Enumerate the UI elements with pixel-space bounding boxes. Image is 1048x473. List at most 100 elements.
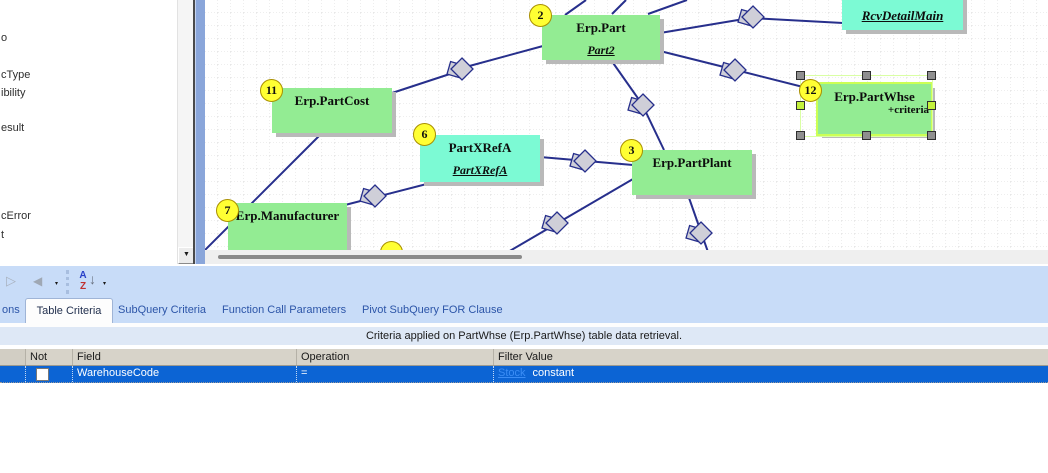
tab-clipped[interactable]: ons — [2, 304, 20, 316]
diagram-canvas[interactable]: Erp.Part Part2 RcvDetailMain Erp.PartWhs… — [205, 0, 1048, 250]
tab-content-edge — [0, 323, 1048, 327]
resize-handle[interactable] — [927, 101, 936, 110]
entity-erp-manufacturer[interactable]: Erp.Manufacturer — [228, 203, 347, 250]
entity-erp-partplant[interactable]: Erp.PartPlant — [632, 150, 752, 195]
relationship-line[interactable] — [461, 45, 544, 69]
resize-handle[interactable] — [927, 71, 936, 80]
diagram-horizontal-scrollbar[interactable] — [205, 250, 1048, 264]
criteria-tabbar: ons Table Criteria SubQuery Criteria Fun… — [0, 297, 1048, 323]
node-number-badge: 12 — [799, 79, 822, 102]
column-header-filter-value[interactable]: Filter Value — [498, 351, 553, 363]
not-checkbox[interactable] — [36, 368, 49, 381]
criteria-section: ▷ ◀ ▾ A Z ↓ ▾ ons Table Criteria SubQuer… — [0, 264, 1048, 473]
property-label: cType — [1, 69, 31, 81]
selection-bounds — [796, 71, 936, 140]
tab-function-call-parameters[interactable]: Function Call Parameters — [222, 304, 347, 316]
node-number-badge: 3 — [620, 139, 643, 162]
relationship-line[interactable] — [687, 194, 709, 250]
row-selector-cell[interactable] — [0, 366, 26, 382]
node-number-badge: 6 — [413, 123, 436, 146]
relationship-line[interactable] — [611, 0, 627, 15]
property-label: esult — [1, 122, 25, 134]
entity-erp-part[interactable]: Erp.Part Part2 — [542, 15, 660, 60]
not-cell — [26, 366, 73, 382]
sort-z-letter: Z — [79, 281, 87, 292]
resize-handle[interactable] — [796, 71, 805, 80]
relationship-connector-icon[interactable] — [541, 211, 569, 235]
entity-erp-partwhse[interactable]: Erp.PartWhse +criteria — [816, 82, 933, 136]
column-header-not[interactable]: Not — [26, 349, 73, 365]
properties-panel: o cType ibility esult cError t — [0, 0, 177, 264]
tab-table-criteria[interactable]: Table Criteria — [25, 298, 113, 323]
relationship-line[interactable] — [610, 59, 643, 105]
entity-title: Erp.Manufacturer — [235, 208, 340, 223]
criteria-toolbar: ▷ ◀ ▾ A Z ↓ ▾ — [0, 266, 1048, 297]
relationship-line[interactable] — [205, 132, 323, 250]
tab-subquery-criteria[interactable]: SubQuery Criteria — [118, 304, 207, 316]
dropdown-arrow-icon[interactable]: ▾ — [103, 281, 107, 287]
scrollbar-thumb[interactable] — [218, 255, 522, 259]
entity-title: Erp.PartWhse — [834, 89, 915, 104]
entity-rcvdetailmain[interactable]: RcvDetailMain — [842, 0, 963, 30]
entity-title: PartXRefA — [448, 140, 512, 155]
node-number-badge: 11 — [260, 79, 283, 102]
relationship-connector-icon[interactable] — [359, 184, 387, 208]
entity-title: Erp.Part — [576, 20, 626, 35]
relationship-connector-icon[interactable] — [685, 221, 713, 245]
relationship-line[interactable] — [749, 17, 844, 24]
tab-pivot-subquery-for-clause[interactable]: Pivot SubQuery FOR Clause — [362, 304, 503, 316]
move-up-icon[interactable]: ▷ — [6, 273, 16, 288]
relationship-connector-icon[interactable] — [719, 58, 747, 82]
panel-divider — [193, 0, 195, 264]
entity-title: Erp.PartCost — [294, 93, 370, 108]
toolbar-grip[interactable] — [66, 270, 69, 294]
relationship-line[interactable] — [731, 68, 812, 90]
criteria-caption: Criteria applied on PartWhse (Erp.PartWh… — [0, 327, 1048, 345]
column-header-operation[interactable]: Operation — [297, 349, 494, 365]
move-down-icon[interactable]: ◀ — [33, 274, 43, 288]
relationship-line[interactable] — [659, 50, 733, 70]
relationship-line[interactable] — [564, 0, 587, 16]
diagram-left-border — [195, 0, 206, 264]
entity-alias[interactable]: RcvDetailMain — [861, 8, 944, 23]
relationship-line[interactable] — [659, 17, 751, 34]
resize-handle[interactable] — [796, 131, 805, 140]
criteria-badge: +criteria — [887, 104, 929, 116]
entity-title: Erp.PartPlant — [652, 155, 732, 170]
entity-alias[interactable]: PartXRefA — [452, 163, 508, 177]
sort-az-icon[interactable]: A Z — [77, 270, 89, 292]
relationship-line[interactable] — [508, 178, 634, 250]
relationship-connector-icon[interactable] — [446, 57, 474, 81]
dropdown-arrow-icon[interactable]: ▾ — [55, 281, 59, 287]
field-cell[interactable]: WarehouseCode — [73, 366, 297, 382]
property-label: t — [1, 229, 5, 241]
relationship-connectors — [359, 5, 765, 245]
relationship-connector-icon[interactable] — [737, 5, 765, 29]
criteria-grid-header: Not Field Operation Filter Value — [0, 348, 1048, 366]
resize-handle[interactable] — [927, 131, 936, 140]
properties-scrollbar[interactable]: ▼ — [177, 0, 195, 264]
column-header-field[interactable]: Field — [73, 349, 297, 365]
entity-alias[interactable]: Part2 — [587, 43, 615, 57]
relationship-line[interactable] — [647, 0, 688, 15]
node-number-badge: 7 — [216, 199, 239, 222]
entity-partxrefa[interactable]: PartXRefA PartXRefA — [420, 135, 540, 182]
relationship-connector-icon[interactable] — [569, 149, 597, 173]
resize-handle[interactable] — [862, 131, 871, 140]
top-section: o cType ibility esult cError t ▼ — [0, 0, 1048, 264]
sort-a-letter: A — [79, 270, 87, 281]
property-label: ibility — [1, 87, 26, 99]
resize-handle[interactable] — [796, 101, 805, 110]
relationship-connector-icon[interactable] — [627, 93, 655, 117]
filter-value-link[interactable]: Stock — [498, 367, 526, 379]
row-selector-header[interactable] — [0, 349, 26, 365]
node-number-badge: 2 — [529, 4, 552, 27]
operation-cell[interactable]: = — [297, 366, 494, 382]
resize-handle[interactable] — [862, 71, 871, 80]
sort-arrow-icon[interactable]: ↓ — [89, 271, 96, 287]
entity-erp-partcost[interactable]: Erp.PartCost — [272, 88, 392, 133]
property-label: cError — [1, 210, 31, 222]
